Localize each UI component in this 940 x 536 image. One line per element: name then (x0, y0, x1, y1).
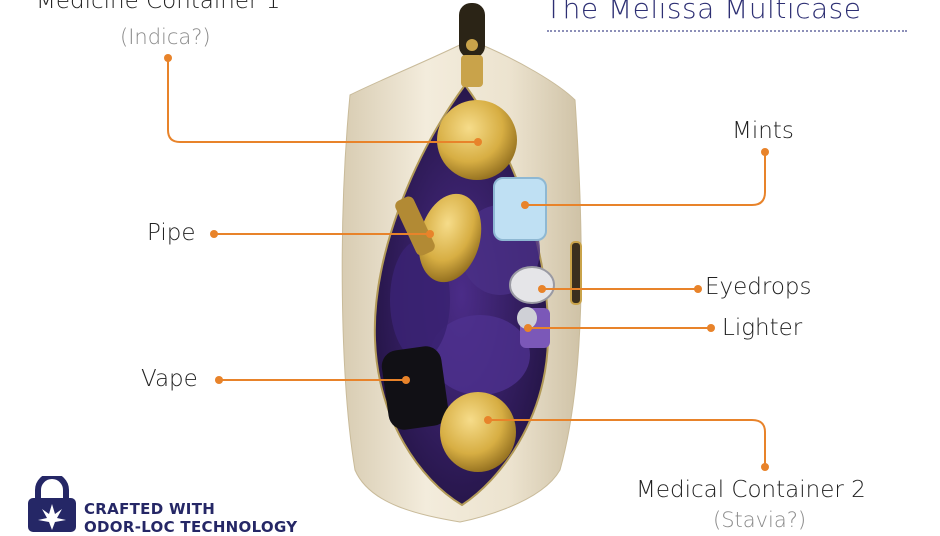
zipper-ring (466, 39, 478, 51)
zipper-pull (459, 3, 485, 58)
lighter-top (517, 307, 537, 329)
vape (381, 346, 449, 430)
lining-fabric (430, 315, 530, 395)
badge-line-2: ODOR-LOC TECHNOLOGY (84, 518, 298, 536)
badge-line-1: CRAFTED WITH (84, 500, 216, 518)
medical-container-2 (440, 392, 516, 472)
label-medicine-container-1-sub: (Indica?) (120, 25, 211, 49)
leader-medical-container-2 (488, 419, 766, 467)
pipe-stem (395, 196, 435, 256)
label-eyedrops: Eyedrops (705, 274, 812, 300)
mints-tin (493, 177, 547, 241)
leader-mints (525, 152, 766, 206)
page-title: The Melissa Multicase (545, 0, 862, 25)
label-medical-container-2: Medical Container 2 (636, 477, 866, 503)
label-mints: Mints (732, 118, 794, 144)
leader-medicine-container-1 (167, 58, 478, 143)
zipper-slider (461, 55, 483, 87)
lock-cannabis-leaf-icon (28, 473, 76, 532)
leader-lines (167, 58, 766, 467)
pipe (418, 193, 482, 283)
leader-dots (164, 54, 769, 471)
eyedrops-bottle (509, 266, 555, 304)
title-underline (547, 30, 907, 32)
label-lighter: Lighter (722, 315, 803, 341)
label-vape: Vape (141, 366, 198, 392)
label-pipe: Pipe (147, 220, 196, 246)
label-medical-container-2-sub: (Stavia?) (713, 508, 807, 532)
label-medicine-container-1: Medicine Container 1 (36, 0, 281, 14)
odor-loc-badge: CRAFTED WITH ODOR-LOC TECHNOLOGY (24, 473, 297, 536)
side-clip (570, 241, 582, 305)
